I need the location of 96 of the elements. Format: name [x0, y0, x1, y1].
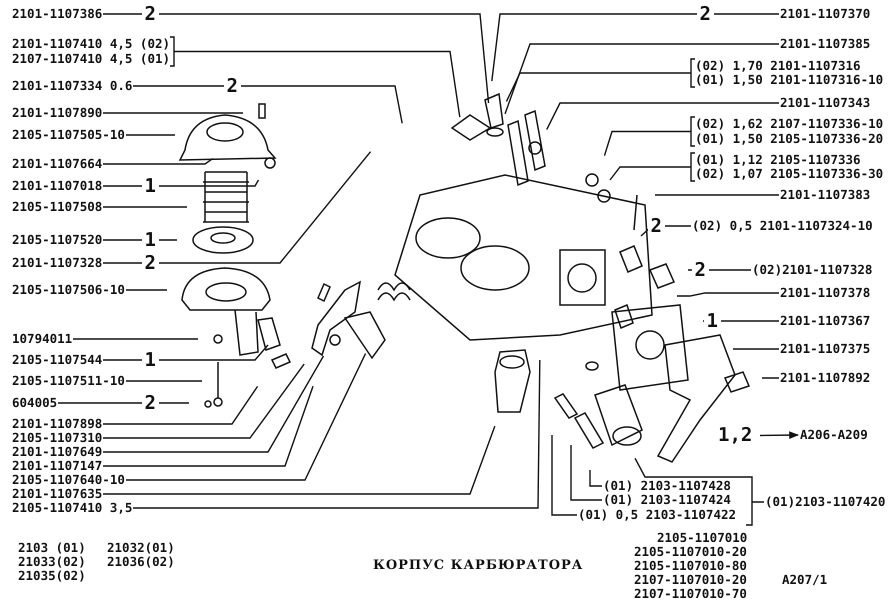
leader-line — [103, 151, 372, 264]
model-code: 21035(02) — [18, 569, 86, 583]
leader-line — [762, 377, 779, 379]
leader-line — [609, 152, 696, 182]
leader-line — [733, 348, 779, 350]
part-number: (01) 1,50 2101-1107316-10 — [695, 73, 884, 87]
assembly-number: 2107-1107010-70 — [634, 587, 747, 601]
part-number: 2105-1107520 — [12, 233, 102, 247]
part-number: (02)2101-1107328 — [752, 263, 872, 277]
leader-line — [570, 445, 602, 501]
leader-line — [506, 58, 696, 102]
assembly-number: 2105-1107010-20 — [634, 545, 747, 559]
leader-line — [103, 356, 324, 453]
leader-line — [126, 289, 167, 291]
part-number: 2101-1107378 — [780, 286, 870, 300]
part-number: (01) 1,12 2105-1107336 — [695, 153, 861, 167]
leader-line — [103, 426, 496, 495]
model-code: 21032(01) — [107, 541, 175, 555]
model-code: 2103 (01) — [18, 541, 86, 555]
leader-line — [133, 360, 541, 509]
part-number: (01)2103-1107420 — [765, 495, 886, 509]
part-number: 2107-1107410 4,5 (01) — [12, 52, 170, 66]
part-number: (02) 1,70 2101-1107316 — [695, 59, 861, 73]
leader-line — [103, 13, 490, 104]
leader-line — [103, 344, 269, 361]
model-code: 21033(02) — [18, 555, 86, 569]
leader-line — [126, 380, 202, 382]
part-number: 2101-1107385 — [780, 37, 870, 51]
leader-line — [604, 116, 696, 156]
leader-line — [126, 134, 175, 136]
part-number: 2101-1107649 — [12, 445, 102, 459]
part-number: 2101-1107343 — [780, 96, 870, 110]
leader-line — [73, 338, 198, 340]
leader-line — [546, 102, 779, 130]
part-number: 2101-1107892 — [780, 371, 870, 385]
leader-line — [126, 353, 366, 481]
part-number: (02) 0,5 2101-1107324-10 — [692, 219, 873, 233]
part-number: (01) 2103-1107428 — [603, 479, 731, 493]
part-number: 2101-1107410 4,5 (02) — [12, 37, 170, 51]
leader-line — [58, 402, 189, 404]
page-number: A207/1 — [782, 573, 828, 587]
leader-line — [688, 269, 751, 271]
part-number: 2105-1107511-10 — [12, 374, 125, 388]
leader-line — [103, 180, 260, 187]
part-number: 2105-1107310 — [12, 431, 102, 445]
part-number: (01) 0,5 2103-1107422 — [578, 508, 736, 522]
leader-line — [634, 458, 764, 526]
part-number: 2105-1107640-10 — [12, 473, 125, 487]
part-number: 2101-1107383 — [780, 188, 870, 202]
arrow — [760, 431, 799, 440]
part-number: 2101-1107664 — [12, 157, 102, 171]
leader-line — [504, 43, 779, 114]
model-code: 21036(02) — [107, 555, 175, 569]
part-number: 2105-1107544 — [12, 353, 102, 367]
part-number: (02) 1,62 2107-1107336-10 — [695, 117, 884, 131]
part-number: 2101-1107147 — [12, 459, 102, 473]
part-number: 2101-1107890 — [12, 106, 102, 120]
part-number: (01) 2103-1107424 — [603, 493, 731, 507]
part-number: (02) 1,07 2105-1107336-30 — [695, 167, 884, 181]
leader-line — [589, 470, 602, 487]
leader-line — [169, 36, 460, 118]
part-number: 2105-1107506-10 — [12, 283, 125, 297]
part-number: 2101-1107386 — [12, 7, 102, 21]
part-number: 2105-1107505-10 — [12, 128, 125, 142]
leader-line — [133, 85, 403, 124]
leader-line — [103, 158, 214, 165]
part-number: 604005 — [12, 396, 58, 410]
leader-line — [551, 435, 577, 516]
part-number: 2105-1107508 — [12, 200, 102, 214]
part-number: 2101-1107367 — [780, 314, 870, 328]
part-number: (01) 1,50 2105-1107336-20 — [695, 132, 884, 146]
part-number: 2101-1107635 — [12, 487, 102, 501]
leader-line — [103, 386, 314, 467]
part-number: 10794011 — [12, 332, 72, 346]
part-number: 2101-1107370 — [780, 7, 870, 21]
part-number: 2105-1107410 3,5 — [12, 501, 132, 515]
leader-line — [640, 225, 691, 237]
leader-line — [103, 206, 187, 208]
title: КОРПУС КАРБЮРАТОРА — [373, 559, 584, 573]
leader-line — [677, 292, 779, 297]
assembly-number: 2105-1107010 — [657, 531, 748, 545]
reference-number: 1,2 — [718, 426, 752, 444]
leader-line — [655, 194, 779, 196]
part-number: 2101-1107328 — [12, 256, 102, 270]
part-number: 2101-1107334 0.6 — [12, 79, 132, 93]
leader-line — [103, 239, 177, 241]
assembly-number: 2105-1107010-80 — [634, 559, 747, 573]
part-number: 2101-1107898 — [12, 417, 102, 431]
assembly-number: 2107-1107010-20 — [634, 573, 747, 587]
part-number: 2101-1107375 — [780, 342, 870, 356]
leader-line — [103, 112, 243, 114]
leader-line — [491, 13, 779, 82]
page-reference: A206-A209 — [800, 428, 868, 442]
leader-line — [103, 386, 258, 425]
part-number: 2101-1107018 — [12, 179, 102, 193]
leader-line — [103, 364, 305, 439]
